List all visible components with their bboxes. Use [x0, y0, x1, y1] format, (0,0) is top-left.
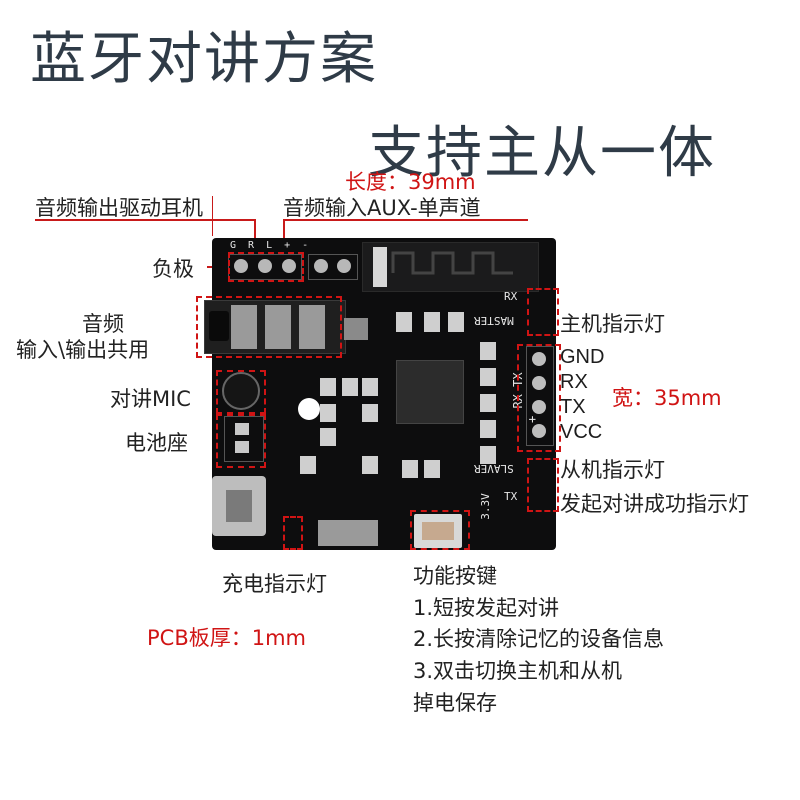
tx-silkscreen: TX	[504, 490, 518, 503]
pin-gnd: GND	[560, 346, 605, 368]
function-key-item-4: 掉电保存	[413, 691, 497, 715]
v33-silkscreen: 3.3V	[478, 493, 492, 520]
audio-out-label: 音频输出驱动耳机	[35, 196, 203, 220]
aux-header	[308, 254, 358, 280]
function-key-item-2: 2.长按清除记忆的设备信息	[413, 627, 665, 651]
width-dimension: 宽：35mm	[612, 386, 722, 410]
audio-header	[228, 254, 302, 280]
battery-connector	[224, 416, 264, 462]
talk-success-led-label: 发起对讲成功指示灯	[560, 492, 749, 516]
pin-tx: TX	[560, 396, 586, 418]
mount-hole	[298, 398, 320, 420]
audio-out-highlight	[228, 252, 304, 282]
length-dimension: 长度：39mm	[345, 170, 476, 194]
uart-header	[526, 346, 554, 446]
master-led-label: 主机指示灯	[560, 312, 665, 336]
pcb-board: G R L + -	[204, 238, 556, 550]
slave-led-highlight	[527, 458, 559, 512]
audio-shared-label-1: 音频	[82, 312, 124, 336]
audio-out-underline	[35, 219, 255, 221]
mic-component	[222, 372, 260, 410]
function-key-item-1: 1.短按发起对讲	[413, 596, 560, 620]
power-switch[interactable]	[318, 520, 378, 546]
charge-led-highlight	[283, 516, 303, 550]
negative-label: 负极	[152, 257, 194, 281]
battery-label: 电池座	[125, 431, 188, 455]
sub-title: 支持主从一体	[368, 121, 716, 186]
audio-shared-label-2: 输入\输出共用	[16, 338, 150, 362]
battery-highlight	[216, 414, 266, 468]
pin-vcc: VCC	[560, 421, 603, 443]
slave-led-label: 从机指示灯	[560, 458, 665, 482]
pcb-thickness: PCB板厚：1mm	[147, 626, 307, 650]
mic-highlight	[216, 370, 266, 414]
antenna-area	[362, 242, 539, 292]
audio-jack-highlight	[196, 296, 342, 358]
crystal	[344, 318, 368, 340]
function-key-highlight	[410, 510, 470, 550]
master-led-highlight	[527, 288, 559, 336]
function-key-item-3: 3.双击切换主机和从机	[413, 659, 623, 683]
header-pin-silkscreen: G R L + -	[230, 240, 312, 251]
slaver-silkscreen: SLAVER	[474, 462, 514, 475]
rx-silkscreen: RX	[504, 290, 518, 303]
function-key-button[interactable]	[414, 514, 462, 548]
audio-jack	[204, 300, 346, 354]
charge-led-label: 充电指示灯	[222, 572, 327, 596]
aux-in-underline	[283, 219, 528, 221]
pin-rx: RX	[560, 371, 588, 393]
function-key-title: 功能按键	[413, 564, 497, 588]
length-left-tick	[212, 196, 213, 236]
master-silkscreen: MASTER	[474, 314, 514, 327]
usb-port	[212, 476, 266, 536]
main-title: 蓝牙对讲方案	[30, 27, 378, 92]
mic-label: 对讲MIC	[110, 387, 191, 411]
uart-highlight	[517, 344, 561, 452]
aux-in-label: 音频输入AUX-单声道	[283, 196, 481, 220]
main-chip	[396, 360, 464, 424]
